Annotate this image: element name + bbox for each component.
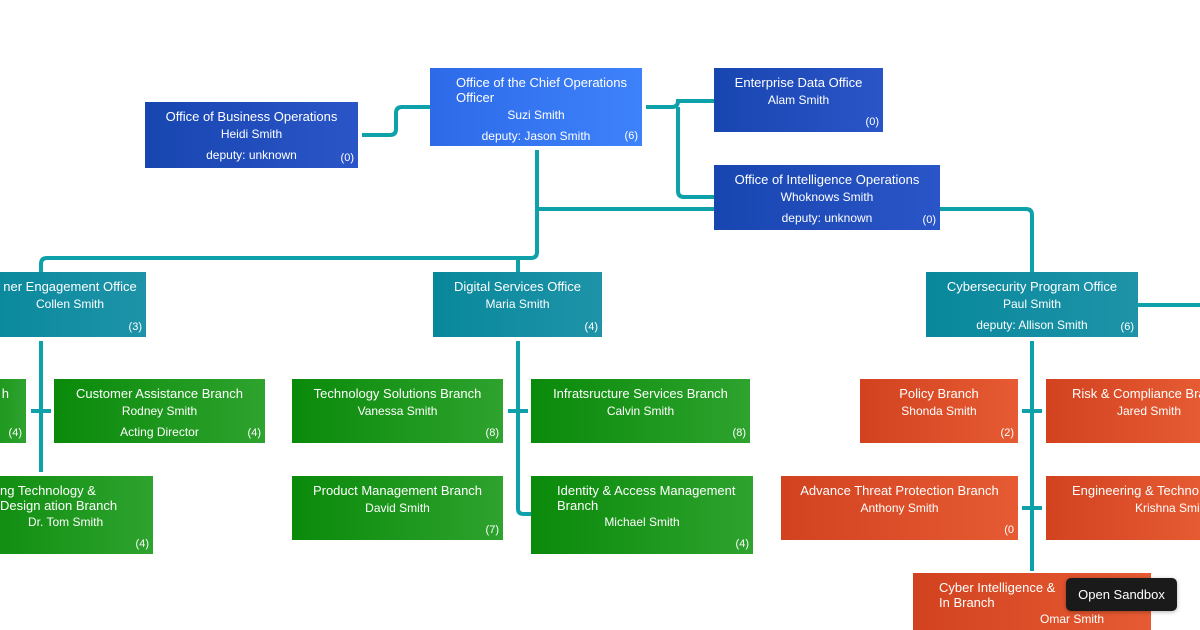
node-count: (4) — [247, 427, 261, 439]
link-trunk-cyber — [537, 207, 1034, 272]
node-title: Cyber Intelligence & In Branch — [939, 580, 1056, 610]
node-title: ner Engagement Office — [3, 279, 137, 294]
node-count: (8) — [732, 427, 746, 439]
link-chief-trunk — [39, 150, 539, 272]
node-title: Cybersecurity Program Office — [946, 279, 1118, 294]
node-policy-branch[interactable]: Policy Branch Shonda Smith (2) — [860, 379, 1018, 443]
node-title: Customer Assistance Branch — [76, 386, 243, 401]
node-title: Risk & Compliance Bra — [1072, 386, 1200, 401]
node-product-management-branch[interactable]: Product Management Branch David Smith (7… — [292, 476, 503, 540]
node-title: h — [1, 386, 9, 401]
node-digital-services-office[interactable]: Digital Services Office Maria Smith (4) — [433, 272, 602, 337]
node-deputy: deputy: Allison Smith — [976, 318, 1088, 332]
node-head: David Smith — [365, 501, 430, 515]
node-count: (4) — [735, 538, 749, 550]
node-title: Identity & Access Management Branch — [557, 483, 736, 513]
node-title: Engineering & Techno — [1072, 483, 1199, 498]
node-enterprise-data-office[interactable]: Enterprise Data Office Alam Smith (0) — [714, 68, 883, 132]
node-head: Whoknows Smith — [780, 190, 874, 204]
node-head: Jared Smith — [1117, 404, 1182, 418]
open-sandbox-button[interactable]: Open Sandbox — [1066, 578, 1177, 611]
node-risk-compliance-branch[interactable]: Risk & Compliance Bra Jared Smith — [1046, 379, 1200, 443]
node-title: Digital Services Office — [454, 279, 581, 294]
node-head: Krishna Smi — [1135, 501, 1200, 515]
node-intelligence-operations[interactable]: Office of Intelligence Operations Whokno… — [714, 165, 940, 230]
node-head: Maria Smith — [485, 297, 550, 311]
node-head: Heidi Smith — [220, 127, 283, 141]
node-cybersecurity-program-office[interactable]: Cybersecurity Program Office Paul Smith … — [926, 272, 1138, 337]
node-technology-solutions-branch[interactable]: Technology Solutions Branch Vanessa Smit… — [292, 379, 503, 443]
node-count: (4) — [135, 538, 149, 550]
node-count: (6) — [624, 130, 638, 142]
node-count: (6) — [1120, 321, 1134, 333]
node-title: Infratsructure Services Branch — [553, 386, 728, 401]
node-partial-branch[interactable]: h (4) — [0, 379, 26, 443]
node-head: Omar Smith — [1039, 612, 1104, 626]
node-head: Suzi Smith — [507, 108, 565, 122]
node-count: (8) — [485, 427, 499, 439]
node-title: Office of Intelligence Operations — [734, 172, 920, 187]
node-head: Michael Smith — [604, 515, 680, 529]
node-head: Collen Smith — [35, 297, 105, 311]
node-chief-operations-officer[interactable]: Office of the Chief Operations Officer S… — [430, 68, 642, 146]
node-title: Office of Business Operations — [165, 109, 338, 124]
node-infrastructure-services-branch[interactable]: Infratsructure Services Branch Calvin Sm… — [531, 379, 750, 443]
link-digital-trunk — [516, 341, 531, 516]
node-title: Product Management Branch — [312, 483, 483, 498]
node-customer-assistance-branch[interactable]: Customer Assistance Branch Rodney Smith … — [54, 379, 265, 443]
node-count: (3) — [128, 321, 142, 333]
node-customer-engagement-office[interactable]: ner Engagement Office Collen Smith (3) — [0, 272, 146, 337]
node-head: Paul Smith — [1002, 297, 1062, 311]
node-deputy: Acting Director — [120, 425, 199, 439]
node-head: Rodney Smith — [121, 404, 198, 418]
node-title: Enterprise Data Office — [734, 75, 863, 90]
node-count: (4) — [584, 321, 598, 333]
node-count: (4) — [8, 427, 22, 439]
link-chief-business — [362, 105, 430, 137]
node-count: (0) — [865, 116, 879, 128]
node-count: (0) — [922, 214, 936, 226]
node-head: Anthony Smith — [860, 501, 939, 515]
node-head: Alam Smith — [767, 93, 830, 107]
node-head: Shonda Smith — [901, 404, 977, 418]
node-deputy: deputy: Jason Smith — [481, 129, 591, 143]
node-deputy: deputy: unknown — [206, 148, 297, 162]
node-title: Office of the Chief Operations Officer — [456, 75, 628, 105]
node-title: ng Technology & Design ation Branch — [0, 483, 118, 513]
link-chief-enterprise — [646, 98, 714, 109]
node-title: Technology Solutions Branch — [313, 386, 482, 401]
node-head: Vanessa Smith — [357, 404, 438, 418]
node-emerging-technology-branch[interactable]: ng Technology & Design ation Branch Dr. … — [0, 476, 153, 554]
node-identity-access-branch[interactable]: Identity & Access Management Branch Mich… — [531, 476, 753, 554]
node-deputy: deputy: unknown — [781, 211, 873, 225]
node-count: (0) — [340, 152, 354, 164]
link-chief-intelops — [676, 107, 714, 199]
node-title: Policy Branch — [899, 386, 979, 401]
node-head: Calvin Smith — [606, 404, 675, 418]
node-title: Advance Threat Protection Branch — [800, 483, 999, 498]
node-count: (2) — [1000, 427, 1014, 439]
node-head: Dr. Tom Smith — [28, 515, 104, 529]
node-engineering-technology-branch[interactable]: Engineering & Techno Krishna Smi — [1046, 476, 1200, 540]
node-count: (0 — [1004, 524, 1014, 536]
node-advance-threat-branch[interactable]: Advance Threat Protection Branch Anthony… — [781, 476, 1018, 540]
node-business-operations[interactable]: Office of Business Operations Heidi Smit… — [145, 102, 358, 168]
node-count: (7) — [485, 524, 499, 536]
